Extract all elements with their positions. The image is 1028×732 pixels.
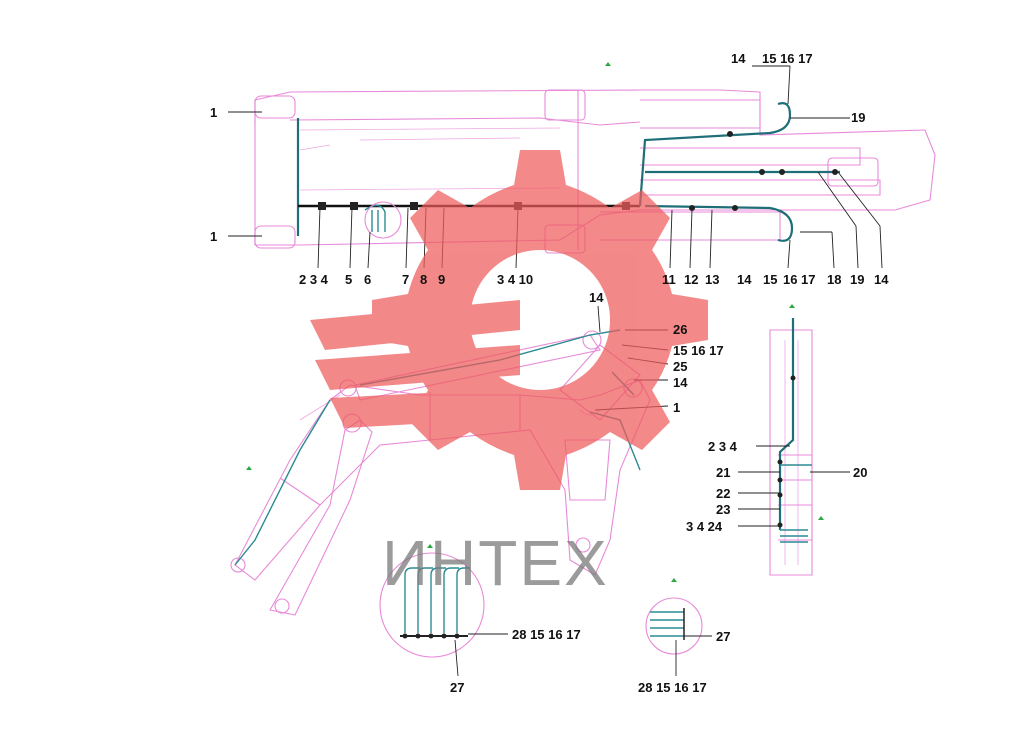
callout-label: 23 <box>716 502 730 517</box>
watermark-text: ИНТЕХ <box>382 527 609 599</box>
callout-label: 14 <box>673 375 688 390</box>
callout-label: 27 <box>716 629 730 644</box>
callout-label: 11 <box>662 272 676 287</box>
callout-label: 27 <box>450 680 464 695</box>
side-view-outline <box>769 329 813 576</box>
callout-label: 7 <box>402 272 409 287</box>
callout-label: 1 <box>673 400 680 415</box>
callout-label: 15 16 17 <box>762 51 813 66</box>
callout-label: 3 4 24 <box>686 519 723 534</box>
callout-label: 26 <box>673 322 687 337</box>
watermark-stripes <box>310 300 520 428</box>
detail-right <box>645 597 712 676</box>
callout-label: 13 <box>705 272 719 287</box>
watermark-logo <box>310 150 708 490</box>
callout-label: 18 <box>827 272 841 287</box>
callout-label: 1 <box>210 105 217 120</box>
detail-circle-left <box>379 552 508 677</box>
callout-label: 9 <box>438 272 445 287</box>
callout-label: 3 4 10 <box>497 272 533 287</box>
callout-labels: 1 1 14 15 16 17 19 2 3 4 5 6 7 8 9 3 4 1… <box>210 51 889 695</box>
callout-label: 22 <box>716 486 730 501</box>
callout-label: 6 <box>364 272 371 287</box>
callout-label: 5 <box>345 272 352 287</box>
callout-label: 16 <box>783 272 797 287</box>
callout-label: 25 <box>673 359 687 374</box>
callout-label: 15 16 17 <box>673 343 724 358</box>
callout-label: 20 <box>853 465 867 480</box>
callout-label: 19 <box>850 272 864 287</box>
callout-label: 2 3 4 <box>708 439 738 454</box>
callout-label: 15 <box>763 272 777 287</box>
axis-markers <box>246 62 824 582</box>
callout-label: 14 <box>589 290 604 305</box>
side-view-leader-lines <box>738 445 850 527</box>
callout-label: 8 <box>420 272 427 287</box>
callout-label: 14 <box>731 51 746 66</box>
callout-label: 21 <box>716 465 730 480</box>
side-view-pipes <box>777 318 812 543</box>
callout-label: 14 <box>737 272 752 287</box>
callout-label: 19 <box>851 110 865 125</box>
callout-label: 28 15 16 17 <box>638 680 707 695</box>
callout-label: 2 3 4 <box>299 272 329 287</box>
callout-label: 17 <box>801 272 815 287</box>
callout-label: 1 <box>210 229 217 244</box>
callout-label: 12 <box>684 272 698 287</box>
callout-label: 28 15 16 17 <box>512 627 581 642</box>
callout-label: 14 <box>874 272 889 287</box>
